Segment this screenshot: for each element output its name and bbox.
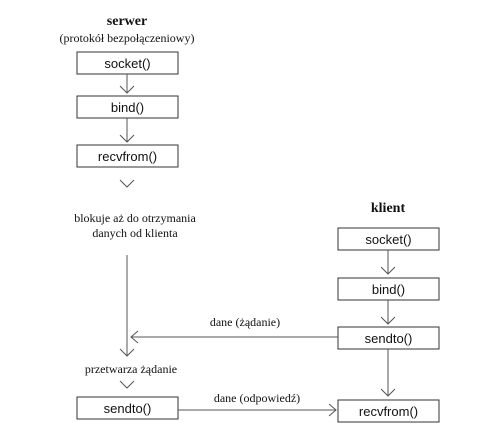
server-socket-box: socket() <box>76 51 179 75</box>
client-arrow-sendto-recvfrom <box>380 349 396 397</box>
server-bind-label: bind() <box>111 100 144 115</box>
server-recvfrom-chevron <box>119 179 135 188</box>
client-sendto-box: sendto() <box>337 326 440 350</box>
client-arrow-socket-bind <box>380 250 396 275</box>
request-label: dane (żądanie) <box>210 315 280 329</box>
server-bind-box: bind() <box>76 95 179 119</box>
server-socket-label: socket() <box>104 56 150 71</box>
client-arrow-bind-sendto <box>380 300 396 325</box>
server-blocking-note-line2: danych od klienta <box>92 226 178 240</box>
server-wait-line <box>119 255 135 357</box>
client-recvfrom-label: recvfrom() <box>359 404 418 419</box>
client-sendto-label: sendto() <box>365 331 413 346</box>
server-recvfrom-box: recvfrom() <box>76 144 179 168</box>
server-recvfrom-label: recvfrom() <box>98 149 157 164</box>
request-arrow <box>130 330 338 344</box>
server-process-chevron <box>119 380 135 389</box>
client-bind-box: bind() <box>337 277 440 301</box>
server-sendto-label: sendto() <box>104 401 152 416</box>
server-blocking-note-line1: blokuje aż do otrzymania <box>74 211 196 225</box>
client-socket-box: socket() <box>337 227 440 251</box>
client-bind-label: bind() <box>372 282 405 297</box>
client-title: klient <box>371 201 406 216</box>
server-arrow-bind-recvfrom <box>119 118 135 143</box>
client-recvfrom-box: recvfrom() <box>337 399 440 423</box>
server-arrow-socket-bind <box>119 74 135 94</box>
server-process-note: przetwarza żądanie <box>85 362 177 376</box>
response-label: dane (odpowiedź) <box>214 391 300 405</box>
server-title: serwer <box>107 14 147 29</box>
server-subtitle: (protokół bezpołączeniowy) <box>60 31 195 45</box>
client-socket-label: socket() <box>365 232 411 247</box>
response-arrow <box>178 403 337 417</box>
server-sendto-box: sendto() <box>76 396 179 420</box>
